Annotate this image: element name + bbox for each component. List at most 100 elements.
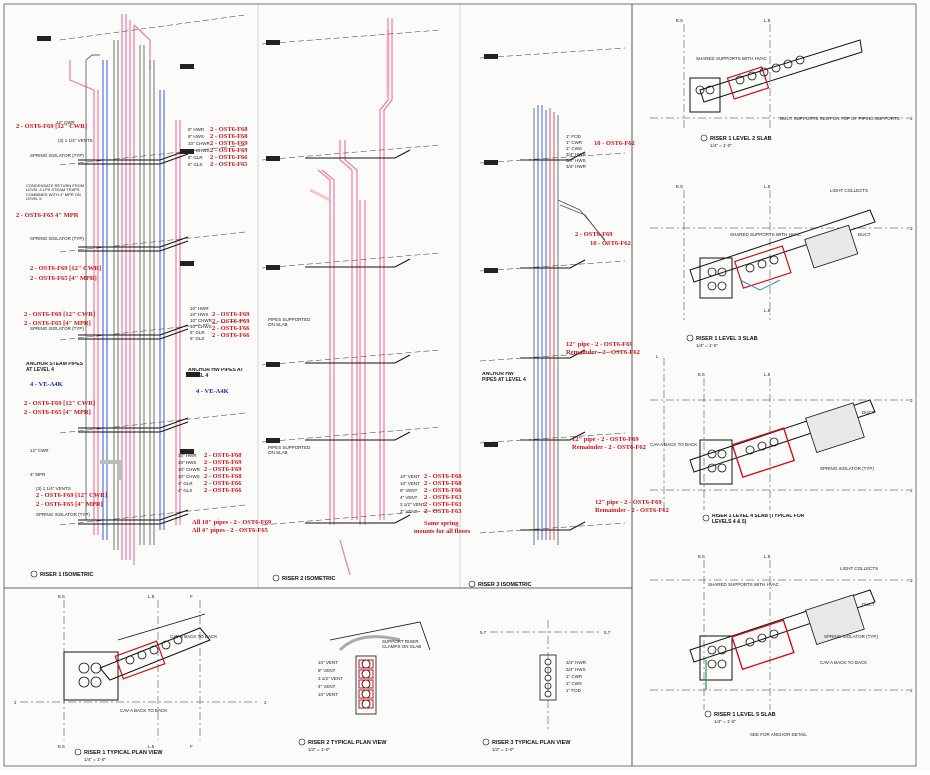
drawing-label: F <box>190 744 193 749</box>
drawing-label: E.5 <box>698 372 705 377</box>
r1-anchor-right-tag: 4 - VE-A4K <box>196 388 229 395</box>
drawing-label: 2 - OST6-F66 <box>424 487 462 494</box>
drawing-label: 2 - OST6-F68 <box>204 473 242 480</box>
drawing-label: L.5 <box>148 744 155 749</box>
r1-note-j: 2 - OST6-F65 [4" MPR] <box>36 501 103 508</box>
r1-right-group-2: 10" HWR 10" HWS 10" CHWR 10" CHWS 5" GLR… <box>190 306 250 341</box>
drawing-label: 5" GLR <box>190 330 205 335</box>
r1-note-h: 2 - OST6-F65 [4" MPR] <box>24 409 91 416</box>
drawing-label: L.5 <box>764 554 771 559</box>
drawing-label: 3 1/2" VENT <box>318 676 343 681</box>
drawing-label: 3 <box>910 226 913 231</box>
drawing-label: 10" VENT <box>400 474 420 479</box>
r3-plan-title: RISER 3 TYPICAL PLAN VIEW <box>492 740 571 746</box>
drawing-label: 2 - OST6-F66 <box>204 487 242 494</box>
drawing-label: 5.7 <box>604 630 611 635</box>
riser2-plan: 10" VENT 8" VENT 3 1/2" VENT 4" VENT 10"… <box>298 621 431 752</box>
detail-level3-slab: E.5 L.5 3 L.5 DUCT LIGHT COLLECTS SHARED… <box>650 184 913 348</box>
drawing-label: 8" VENT <box>318 668 336 673</box>
drawing-label: 2 - OST6-F66 <box>210 154 248 161</box>
slab3-title: RISER 1 LEVEL 3 SLAB <box>696 336 758 342</box>
r1-all10: All 10" pipes - 2 - OST6-F69 <box>192 519 272 526</box>
r1-cwr: 12" CWR <box>56 120 75 125</box>
drawing-label: 2 - OST6-F69 <box>210 147 248 154</box>
slab2-title: RISER 1 LEVEL 2 SLAB <box>710 136 772 142</box>
drawing-label: L.5 <box>764 184 771 189</box>
r1-right-group-1: 8" HWR 8" HWS 10" CHWR 10" CHWS 6" GLR 6… <box>188 126 248 168</box>
r3-note-e2: Remainder - 2 - OST6-F62 <box>572 444 646 451</box>
r3-note-f1: 12" pipe - 2 - OST6-F69 <box>595 499 662 506</box>
drawing-label: L.5 <box>764 308 771 313</box>
drawing-label: 2 - OST6-F69 <box>204 466 242 473</box>
drawing-label: 4" VENT <box>400 495 418 500</box>
drawing-label: 10" CHWR <box>178 467 201 472</box>
slab4-title: RISER 1 LEVEL 4 SLAB (TYPICAL FOR LEVELS… <box>712 514 805 525</box>
r1-note-b: 2 - OST6-F65 [4" MPR] <box>24 320 91 327</box>
drawing-label: CAV-A BACK TO BACK <box>650 442 697 447</box>
drawing-label: 10" CHWS <box>178 474 200 479</box>
r2-pipe-group: 10" VENT 10" VENT 8" VENT 4" VENT 3 1/2"… <box>400 473 462 515</box>
r3-note-e1: 12" pipe - 2 - OST6-F69 <box>572 436 639 443</box>
r1-note-e: 2 - OST6-F65 [4" MPR] <box>30 275 97 282</box>
drawing-label: CAV-A BACK TO BACK <box>120 708 167 713</box>
r2-plan-title: RISER 2 TYPICAL PLAN VIEW <box>308 740 387 746</box>
drawing-label: 10" VENT <box>318 660 338 665</box>
drawing-label: 10" VENT <box>400 481 420 486</box>
r1-plan-title: RISER 1 TYPICAL PLAN VIEW <box>84 750 163 756</box>
r1-note-a: 2 - OST6-F69 [12" CWR] <box>16 123 87 130</box>
drawing-label: 1/4" = 1'-0" <box>492 747 514 752</box>
r2-supported: PIPES SUPPORTED ON SLAB <box>268 318 310 327</box>
drawing-label: 2 - OST6-F68 <box>424 473 462 480</box>
r1-note-i: 2 - OST6-F69 [12" CWR] <box>36 492 107 499</box>
drawing-label: 1/4" = 1'-0" <box>710 143 732 148</box>
drawing-label: 8" VENT <box>400 488 418 493</box>
r1-anchor-right: ANCHOR HW PIPES AT LEVEL 4 <box>188 368 243 378</box>
r1-mpr: 4" MPR <box>30 472 46 477</box>
r2-note-1: Same spring <box>424 520 459 527</box>
drawing-label: 2 - OST6-F63 <box>424 501 462 508</box>
drawing-label: SHARED SUPPORTS WITH HVAC <box>730 232 802 237</box>
r3-note-f2: Remainder - 2 - OST6-F62 <box>595 507 669 514</box>
drawing-label: 2 - OST6-F68 <box>210 133 248 140</box>
drawing-label: 2 - OST6-F69 <box>204 459 242 466</box>
drawing-label: 3/4" HWS <box>566 158 586 163</box>
anchor-note: SEE FOR ANCHOR DETAIL <box>750 732 807 737</box>
drawing-label: 2 <box>14 700 17 705</box>
drawing-label: 3" VENT <box>400 509 418 514</box>
drawing-label: 1" FOD <box>566 688 582 693</box>
r1-note-c: 2 - OST6-F65 4" MPR <box>16 212 79 219</box>
r1-isol: SPRING ISOLATOR (TYP) <box>30 153 84 158</box>
drawing-label: 1" CWR <box>566 140 583 145</box>
drawing-label: 10" CHWS <box>190 324 212 329</box>
drawing-label: 2 <box>910 116 913 121</box>
drawing-label: 1/4" = 1'-0" <box>696 343 718 348</box>
drawing-label: E.5 <box>58 594 65 599</box>
r3-note-b: 2 - OST6-F69 <box>575 231 613 238</box>
drawing-label: 1/4" = 1'-0" <box>714 719 736 724</box>
r1-note-d: 2 - OST6-F69 [12" CWR] <box>30 265 101 272</box>
drawing-label: 2 <box>910 688 913 693</box>
r1-vents-2: (3) 1 1/4" VENTS <box>36 486 71 491</box>
drawing-label: L <box>656 354 659 359</box>
drawing-label: DUCT <box>862 410 875 415</box>
r1-vents: (3) 1 1/4" VENTS <box>58 138 93 143</box>
drawing-label: F <box>190 594 193 599</box>
drawing-label: 3/4" HWR <box>566 660 587 665</box>
detail-level2-slab: E.5 L.5 2 SHARED SUPPORTS WITH HVAC DUCT… <box>650 18 913 148</box>
r3-note-a: 10 - OST6-F62 <box>594 140 635 147</box>
riser2-isometric: 10" VENT 10" VENT 8" VENT 4" VENT 3 1/2"… <box>261 18 471 582</box>
r1-note-f: 2 - OST6-F69 [12" CWR] <box>24 311 95 318</box>
drawing-label: 3 <box>910 398 913 403</box>
r1-note-g: 2 - OST6-F69 [12" CWR] <box>24 400 95 407</box>
drawing-label: 8" HWR <box>188 127 205 132</box>
drawing-label: 2 - OST6-F68 <box>204 452 242 459</box>
drawing-label: DUCT <box>858 232 871 237</box>
drawing-label: 2 - OST6-F66 <box>212 332 250 339</box>
drawing-label: 4" GLR <box>178 481 193 486</box>
slab5-title: RISER 1 LEVEL 5 SLAB <box>714 712 776 718</box>
drawing-label: SHARED SUPPORTS WITH HVAC <box>708 582 780 587</box>
drawing-label: 1" FOD <box>566 134 582 139</box>
drawing-label: E.5 <box>58 744 65 749</box>
